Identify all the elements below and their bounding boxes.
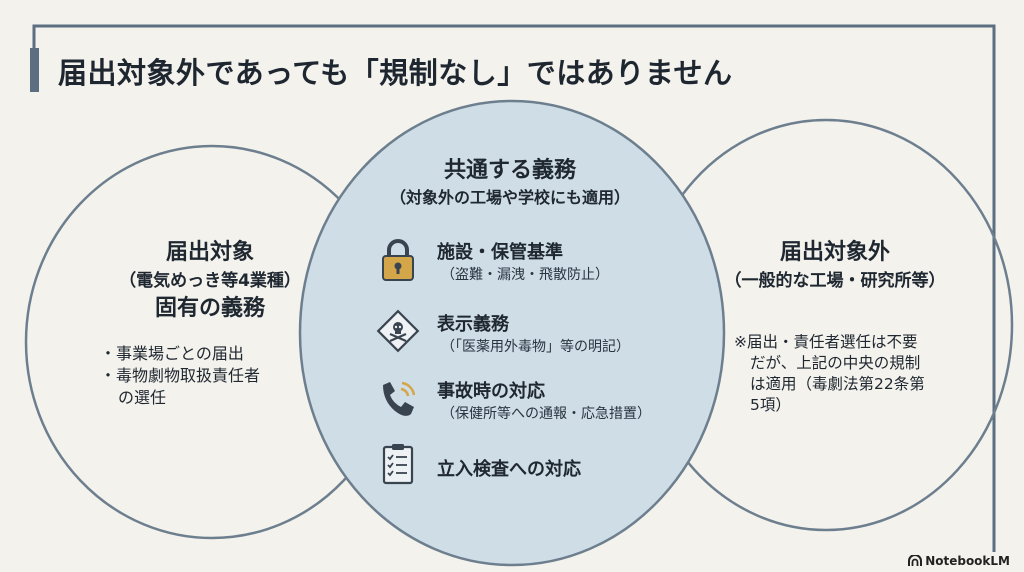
title-accent-bar — [30, 48, 39, 92]
duty-item-labeling: 表示義務 （「医薬用外毒物」等の明記） — [375, 308, 675, 364]
list-item: の選任 — [118, 388, 167, 407]
left-subheading: （電気めっき等4業種） — [119, 271, 301, 291]
left-heading: 届出対象 — [165, 240, 254, 265]
padlock-icon — [382, 239, 414, 281]
duty-sub: （盗難・漏洩・飛散防止） — [441, 267, 609, 283]
duty-sub: （保健所等への通報・応急措置） — [441, 406, 651, 422]
note-line: 5項） — [750, 396, 791, 414]
duty-item-storage: 施設・保管基準 （盗難・漏洩・飛散防止） — [375, 236, 675, 292]
duty-label: 表示義務 — [437, 314, 509, 335]
left-heading2: 固有の義務 — [154, 296, 265, 321]
brand-name: NotebookLM — [925, 554, 1010, 568]
clipboard-checklist-icon — [382, 444, 414, 485]
right-subheading: （一般的な工場・研究所等） — [724, 271, 946, 291]
brand-watermark: NotebookLM — [908, 554, 1010, 568]
phone-call-icon — [383, 381, 416, 416]
notebooklm-logo-icon — [908, 554, 923, 566]
duty-label: 施設・保管基準 — [437, 242, 563, 263]
right-section-title: 届出対象外 （一般的な工場・研究所等） — [710, 238, 960, 294]
center-heading: 共通する義務 — [443, 158, 576, 183]
duty-label: 事故時の対応 — [437, 381, 545, 402]
duty-label: 立入検査への対応 — [437, 459, 581, 480]
left-section-title: 届出対象 （電気めっき等4業種） 固有の義務 — [90, 238, 330, 324]
note-line: は適用（毒劇法第22条第 — [750, 375, 925, 393]
note-line: だが、上記の中央の規制 — [750, 354, 921, 372]
frame-border — [32, 24, 996, 552]
list-item: ・事業場ごとの届出 — [100, 344, 244, 363]
center-subheading: （対象外の工場や学校にも適用） — [389, 188, 630, 207]
poison-warning-icon — [376, 309, 420, 353]
duty-item-accident: 事故時の対応 （保健所等への通報・応急措置） — [375, 375, 675, 431]
center-section-title: 共通する義務 （対象外の工場や学校にも適用） — [350, 156, 670, 210]
right-note: ※届出・責任者選任は不要 だが、上記の中央の規制 は適用（毒劇法第22条第 5項… — [734, 332, 925, 416]
duty-item-inspection: 立入検査への対応 — [375, 441, 675, 497]
duty-sub: （「医薬用外毒物」等の明記） — [441, 339, 630, 355]
page-title: 届出対象外であっても「規制なし」ではありません — [58, 56, 733, 90]
note-line: ※届出・責任者選任は不要 — [734, 333, 918, 351]
right-heading: 届出対象外 — [779, 240, 890, 265]
left-duty-list: ・事業場ごとの届出 ・毒物劇物取扱責任者 の選任 — [100, 343, 260, 409]
list-item: ・毒物劇物取扱責任者 — [100, 366, 261, 385]
